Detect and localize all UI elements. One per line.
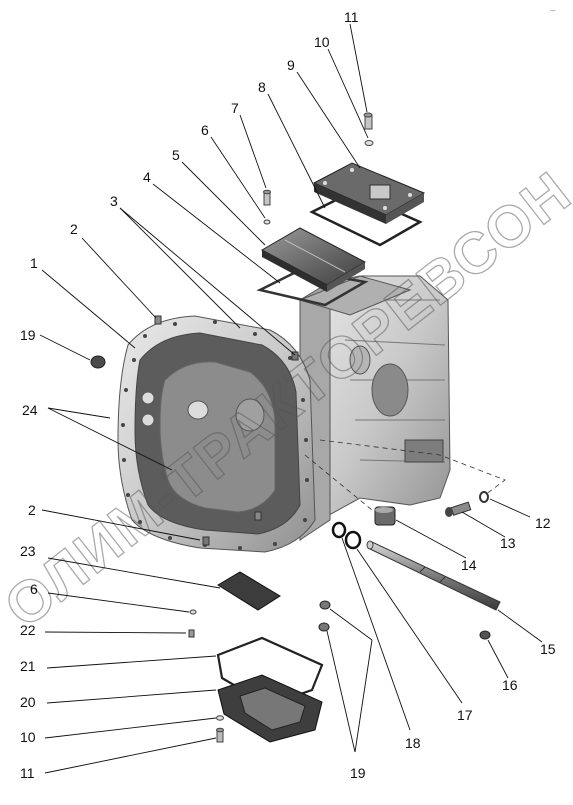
washer-top (364, 140, 374, 146)
callout-8: 8 (258, 79, 266, 95)
bolt-cover (263, 189, 271, 206)
top-cover (312, 162, 426, 224)
callout-1: 1 (30, 255, 38, 271)
callout-labels: 11 10 9 8 7 6 5 4 3 2 1 19 24 2 23 6 22 … (20, 9, 556, 781)
washer-hatch (189, 609, 197, 615)
o-ring-small (331, 521, 347, 539)
gasket-lower (256, 268, 369, 307)
bolt-side (445, 501, 472, 517)
watermark: ОЛИМ-ТРАКТОРЕВСОН (0, 158, 573, 641)
shaft (366, 540, 501, 611)
callout-2-top: 2 (70, 221, 78, 237)
washer-bottom (216, 715, 224, 721)
corner-mark: ~ (550, 6, 556, 17)
plug-shaft (479, 630, 491, 640)
callout-6-bottom: 6 (30, 581, 38, 597)
callout-11-top: 11 (344, 9, 359, 25)
callout-24: 24 (22, 402, 38, 418)
callout-10-bottom: 10 (20, 729, 36, 745)
oil-pan (217, 674, 323, 743)
callout-9: 9 (287, 57, 295, 73)
callout-11-bottom: 11 (20, 765, 35, 781)
callout-17: 17 (457, 707, 473, 723)
stud (188, 629, 195, 638)
plug-lower-top (319, 600, 331, 610)
bearing-cap (374, 506, 396, 526)
callout-16: 16 (502, 677, 518, 693)
washer-side (479, 491, 489, 503)
callout-23: 23 (20, 543, 36, 559)
callout-18: 18 (405, 735, 421, 751)
callout-19-bottom: 19 (350, 765, 366, 781)
oil-pan-gasket (216, 636, 324, 707)
callout-10-top: 10 (314, 34, 330, 50)
callout-15: 15 (540, 641, 556, 657)
callout-21: 21 (20, 658, 36, 674)
gearbox-housing (117, 275, 451, 553)
callout-19-left: 19 (20, 327, 36, 343)
bolt-bottom (216, 727, 224, 743)
hatch-cover (217, 571, 281, 611)
o-ring-large (344, 530, 362, 550)
callout-13: 13 (500, 535, 516, 551)
callout-4: 4 (143, 169, 151, 185)
shift-cover-plate (260, 227, 367, 292)
callout-7: 7 (231, 100, 239, 116)
plug-left (90, 355, 106, 369)
assembly-axes (304, 439, 506, 511)
washer-cover (263, 219, 271, 225)
callout-14: 14 (461, 557, 477, 573)
callout-20: 20 (20, 694, 36, 710)
watermark-text: ОЛИМ-ТРАКТОРЕВСОН (0, 159, 573, 641)
plug-lower-bottom (318, 622, 330, 632)
leader-lines (39, 23, 543, 774)
callout-5: 5 (172, 147, 180, 163)
callout-2-bottom: 2 (28, 502, 36, 518)
callout-6-top: 6 (201, 122, 209, 138)
bolt-top (363, 112, 373, 130)
callout-3: 3 (110, 193, 118, 209)
callout-22: 22 (20, 622, 36, 638)
callout-12: 12 (535, 515, 551, 531)
